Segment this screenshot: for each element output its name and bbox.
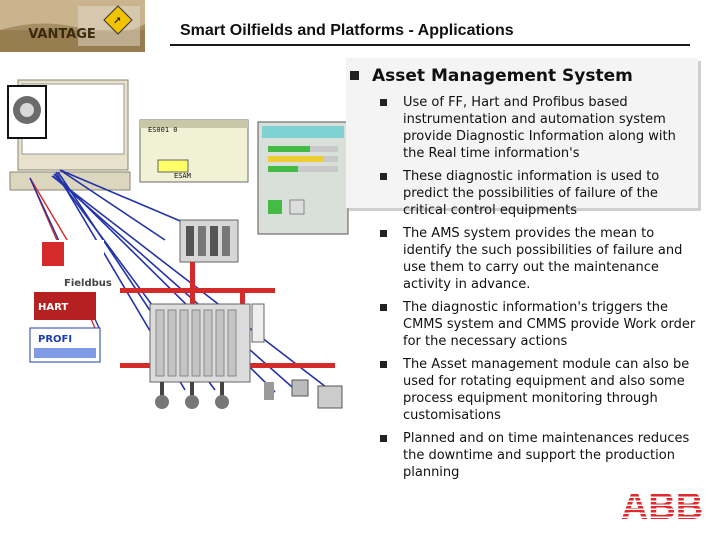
screen-label-2: ESAM [174,172,191,180]
bullet-marker [380,304,387,311]
bullet-marker [380,99,387,106]
controller-top [179,219,239,263]
section-title: Asset Management System [372,66,633,86]
bullet-marker [380,435,387,442]
field-devices [155,379,343,409]
hart-label: HART [38,302,68,313]
page-title: Smart Oilfields and Platforms - Applicat… [180,22,514,39]
bullet-marker [380,361,387,368]
computer-icon [7,79,131,191]
profibus-label: PROFI [38,334,72,345]
bullet-text: Use of FF, Hart and Profibus based instr… [403,95,676,161]
bullet-text: Planned and on time maintenances reduces… [403,431,690,480]
bullet-item: The diagnostic information's triggers th… [380,299,700,350]
bullet-item: The AMS system provides the mean to iden… [380,225,700,293]
bullet-text: The Asset management module can also be … [403,357,690,423]
bullet-item: Planned and on time maintenances reduces… [380,430,700,481]
ams-panel [346,58,698,208]
abb-logo: ABB [621,486,703,522]
fieldbus-logo: Fieldbus [40,240,112,294]
abb-logo-text: ABB [621,486,703,522]
bullet-text: The diagnostic information's triggers th… [403,300,696,349]
bullet-text: These diagnostic information is used to … [403,169,660,218]
header-divider [170,44,690,46]
profibus-logo: PROFI [29,327,101,363]
bullet-item: These diagnostic information is used to … [380,168,700,219]
logo-text: VANTAGE [28,27,96,42]
screen-window-diagnostic [257,121,349,235]
bullet-marker [380,230,387,237]
screen-label-1: ES001 0 [148,126,178,134]
bullet-item: The Asset management module can also be … [380,356,700,424]
vantage-logo: ↗ VANTAGE [0,0,145,52]
fieldbus-label: Fieldbus [64,278,112,289]
controller-rack [149,303,265,383]
ams-network-diagram: ES001 0 ESAM [7,79,349,409]
bullet-marker [380,173,387,180]
hart-logo: HART [34,292,96,320]
screen-window-primary: ES001 0 ESAM [139,119,249,183]
bullet-item: Use of FF, Hart and Profibus based instr… [380,94,700,162]
bullet-text: The AMS system provides the mean to iden… [403,226,683,292]
svg-text:↗: ↗ [113,16,121,27]
section-bullet [350,71,359,80]
